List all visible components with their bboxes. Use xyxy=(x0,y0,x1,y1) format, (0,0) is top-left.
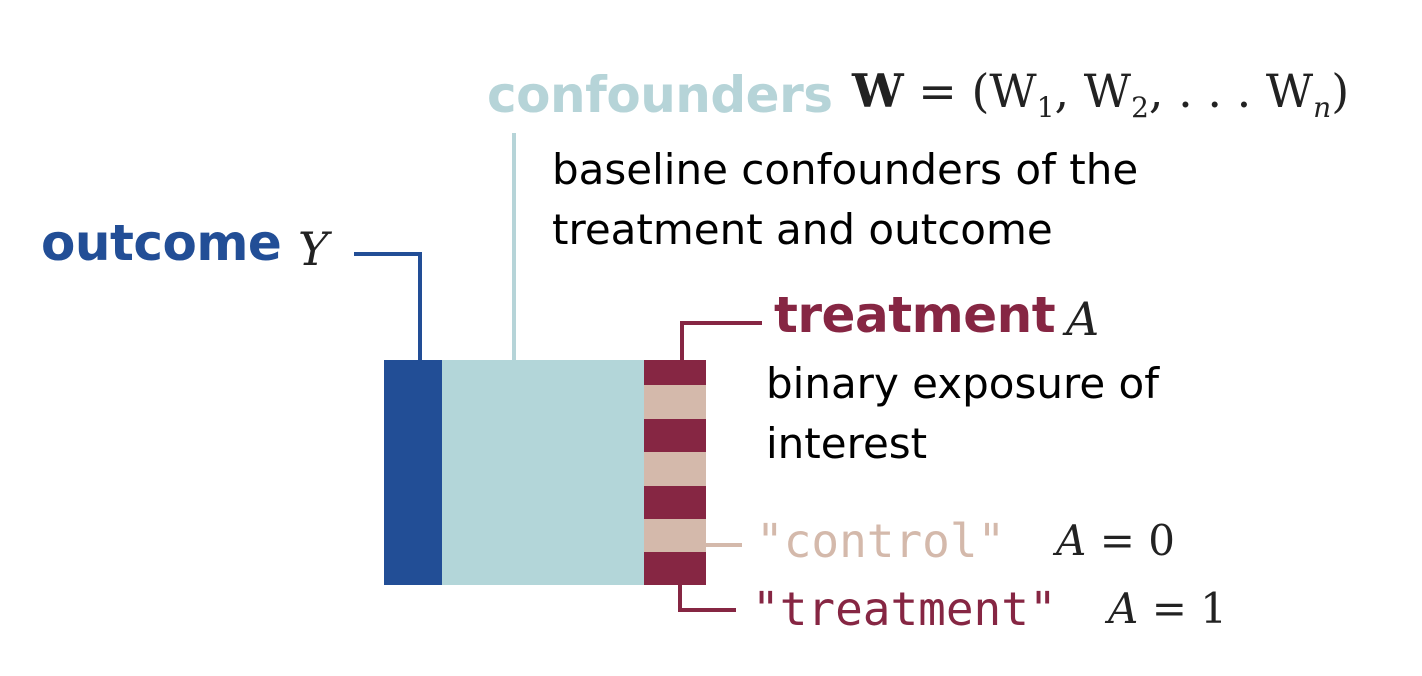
control-value-math: A = 0 xyxy=(1056,516,1175,565)
treatment-stripe xyxy=(644,419,706,452)
outcome-math-symbol: Y xyxy=(298,222,329,276)
treatment-stripe xyxy=(644,486,706,519)
treatment-math-var: A xyxy=(1108,584,1139,633)
confounders-description-line2: treatment and outcome xyxy=(552,205,1053,254)
treatment-label: treatment xyxy=(774,286,1056,344)
confounders-math-rest: = (W xyxy=(918,64,1037,118)
confounders-description-line1: baseline confounders of the xyxy=(552,145,1139,194)
treatment-stripe xyxy=(644,360,706,385)
treatment-math-eq: = 1 xyxy=(1151,584,1227,633)
treatment-stripe xyxy=(644,552,706,585)
confounders-math-close: ) xyxy=(1331,64,1350,118)
control-math-eq: = 0 xyxy=(1099,516,1175,565)
treatment-column xyxy=(644,360,706,585)
confounders-formula: W = (W1, W2, . . . Wn) xyxy=(852,64,1349,124)
treatment-math-symbol: A xyxy=(1066,292,1100,346)
treatment-value-leader-line xyxy=(678,585,736,612)
confounders-label: confounders xyxy=(487,66,833,124)
control-stripe xyxy=(644,452,706,486)
control-value-label: "control" xyxy=(756,514,1006,568)
confounders-math-sub2: 2 xyxy=(1131,91,1149,125)
treatment-value-label: "treatment" xyxy=(752,582,1057,636)
confounders-math-subn: n xyxy=(1313,91,1332,125)
control-stripe xyxy=(644,385,706,419)
treatment-leader-line xyxy=(680,321,762,360)
confounders-math-sep1: , W xyxy=(1054,64,1132,118)
outcome-column xyxy=(384,360,442,585)
confounders-math-sub1: 1 xyxy=(1036,91,1055,125)
control-math-var: A xyxy=(1056,516,1087,565)
confounders-block xyxy=(442,360,644,585)
outcome-label: outcome xyxy=(41,214,282,272)
treatment-description-line2: interest xyxy=(766,419,928,468)
confounders-math-sep2: , . . . W xyxy=(1148,64,1314,118)
treatment-description-line1: binary exposure of xyxy=(766,359,1159,408)
outcome-leader-line xyxy=(354,252,422,360)
treatment-value-math: A = 1 xyxy=(1108,584,1227,633)
control-stripe xyxy=(644,519,706,552)
confounders-math-symbol: W xyxy=(852,64,904,118)
